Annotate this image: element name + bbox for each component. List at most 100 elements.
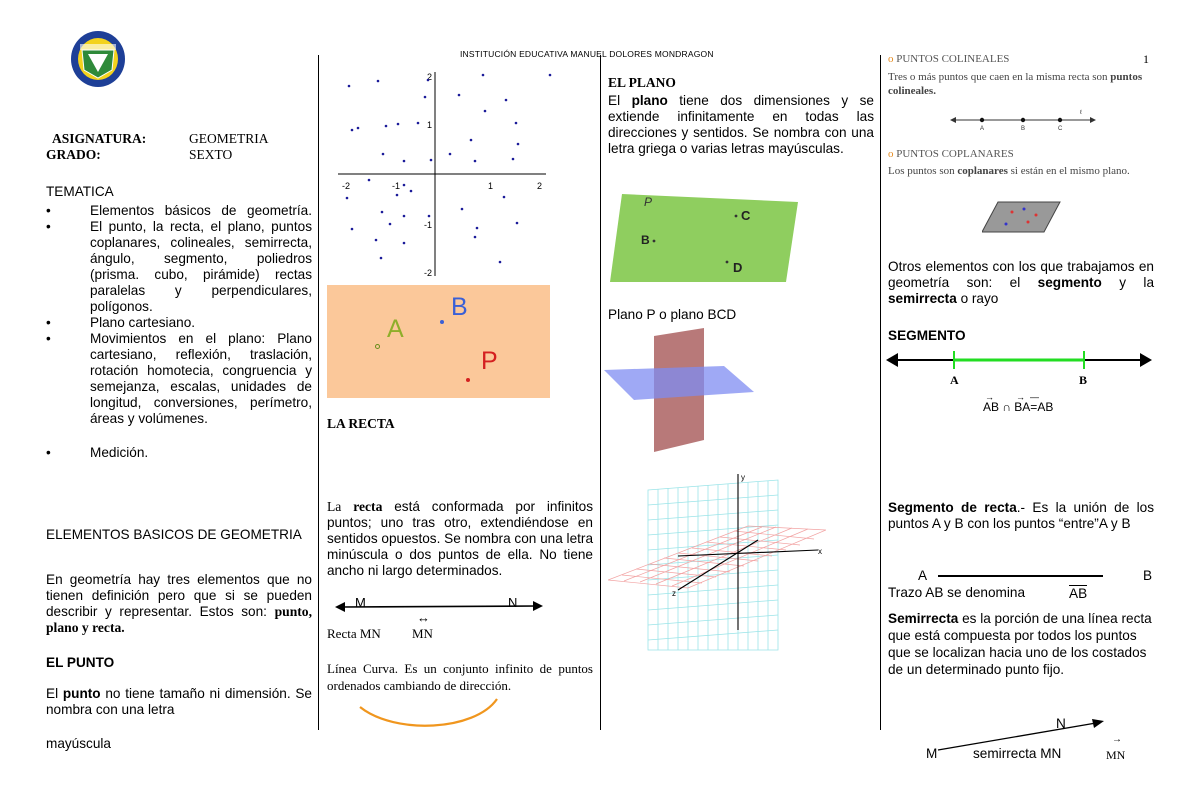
grado-value: SEXTO bbox=[189, 147, 233, 162]
semirrecta-figure bbox=[937, 719, 1104, 751]
bullet-icon: • bbox=[46, 315, 51, 330]
school-logo bbox=[71, 31, 125, 87]
overline-icon: — bbox=[1030, 392, 1039, 402]
colineal-label-c: C bbox=[1058, 126, 1063, 132]
axis-label-z: z bbox=[672, 589, 676, 598]
curve-line-figure bbox=[359, 698, 498, 727]
plano-text: El plano tiene dos dimensiones y se exti… bbox=[608, 93, 874, 156]
bullet-icon: o bbox=[888, 53, 894, 65]
curva-text: Línea Curva. Es un conjunto infinito de … bbox=[327, 661, 593, 693]
punto-title: EL PUNTO bbox=[46, 655, 115, 670]
colineales-text: Tres o más puntos que caen en la misma r… bbox=[888, 71, 1143, 97]
tematica-title: TEMATICA bbox=[46, 184, 114, 199]
x-tick-label: 1 bbox=[488, 181, 493, 191]
column-divider-2 bbox=[600, 55, 601, 730]
colineales-figure: A B C ℓ bbox=[950, 109, 1096, 132]
axis-label-y: y bbox=[741, 473, 745, 482]
plane-bcd-figure: P B C D bbox=[610, 194, 798, 282]
trazo-text: Trazo AB se denomina bbox=[888, 585, 1026, 600]
scatter-points bbox=[345, 73, 552, 264]
recta-symbol-arrow: ↔ bbox=[417, 610, 430, 625]
school-header: INSTITUCIÓN EDUCATIVA MANUEL DOLORES MON… bbox=[460, 49, 714, 59]
bullet-icon: • bbox=[46, 219, 51, 234]
colineal-label-b: B bbox=[1021, 126, 1025, 132]
tematica-item: •Elementos básicos de geometría. bbox=[46, 203, 312, 218]
horizontal-grid bbox=[608, 525, 826, 589]
semirrecta-label-m: M bbox=[926, 746, 938, 761]
axis-label-x: x bbox=[818, 547, 822, 556]
tematica-list: •Elementos básicos de geometría. •El pun… bbox=[46, 203, 312, 461]
x-tick-label: -2 bbox=[342, 181, 350, 191]
segment-formula: → → — AB ∩ BA=AB bbox=[983, 392, 1054, 414]
y-tick-label: 2 bbox=[427, 72, 432, 82]
line-label-m: M bbox=[355, 595, 366, 610]
axes bbox=[677, 474, 819, 630]
column-divider-1 bbox=[318, 55, 319, 730]
punto-text: El punto no tiene tamaño ni dimensión. S… bbox=[46, 686, 312, 717]
segmento-figure bbox=[886, 351, 1152, 369]
points-figure: A B P bbox=[327, 285, 550, 398]
point-b-label: B bbox=[451, 293, 468, 321]
coplanares-title: o PUNTOS COPLANARES bbox=[888, 148, 1014, 160]
trazo-label-a: A bbox=[918, 568, 928, 583]
point-a-label: A bbox=[387, 315, 404, 343]
asignatura-value: GEOMETRIA bbox=[189, 131, 269, 146]
trazo-label-b: B bbox=[1143, 568, 1153, 583]
elementos-text: En geometría hay tres elementos que no t… bbox=[46, 572, 312, 635]
bullet-icon: • bbox=[46, 331, 51, 346]
trazo-line bbox=[938, 575, 1103, 577]
point-p-dot bbox=[466, 378, 470, 382]
vector-arrow-icon: → bbox=[1112, 734, 1122, 745]
plano-caption: Plano P o plano BCD bbox=[608, 307, 737, 322]
tematica-item: •El punto, la recta, el plano, puntos co… bbox=[46, 219, 312, 314]
y-tick-label: 1 bbox=[427, 120, 432, 130]
x-tick-label: -1 bbox=[392, 181, 400, 191]
plane-label-b: B bbox=[641, 233, 650, 247]
punto-text-continued: mayúscula bbox=[46, 736, 111, 751]
page-number: 1 bbox=[1143, 52, 1149, 66]
plano-title: EL PLANO bbox=[608, 75, 676, 90]
semirrecta-symbol: MN bbox=[1106, 748, 1126, 762]
vector-arrow-icon: → bbox=[1016, 392, 1025, 402]
intersecting-planes-figure bbox=[604, 328, 754, 452]
coplanares-text: Los puntos son coplanares si están en el… bbox=[888, 165, 1130, 177]
semirrecta-caption: semirrecta MN bbox=[973, 746, 1062, 761]
point-p-label: P bbox=[481, 347, 498, 375]
vector-arrow-icon: → bbox=[985, 392, 1004, 402]
scatter-plane-figure: -2 -1 1 2 2 1 -1 -2 bbox=[338, 72, 552, 278]
y-tick-label: -2 bbox=[424, 268, 432, 278]
grado-label: GRADO: bbox=[46, 147, 101, 162]
recta-mn-figure: M N bbox=[335, 595, 543, 612]
3d-axes-grid-figure: y x z bbox=[608, 473, 826, 651]
segment-label-b: B bbox=[1079, 373, 1088, 387]
coplanares-figure bbox=[982, 201, 1061, 233]
tematica-item: •Medición. bbox=[46, 445, 149, 460]
recta-text: La recta está conformada por infinitos p… bbox=[327, 499, 594, 578]
tematica-item: •Plano cartesiano. bbox=[46, 315, 196, 330]
line-label-n: N bbox=[508, 595, 517, 610]
semirrecta-label-n: N bbox=[1056, 716, 1066, 731]
bullet-icon: • bbox=[46, 445, 51, 460]
vertical-grid bbox=[647, 479, 779, 651]
segment-label-a: A bbox=[950, 373, 959, 387]
elementos-title: ELEMENTOS BASICOS DE GEOMETRIA bbox=[46, 527, 302, 542]
point-b-dot bbox=[440, 320, 444, 324]
tematica-item: •Movimientos en el plano: Plano cartesia… bbox=[46, 331, 312, 426]
point-a-dot bbox=[375, 344, 380, 349]
trazo-symbol: AB bbox=[1069, 585, 1088, 601]
bullet-icon: • bbox=[46, 203, 51, 218]
y-tick-label: -1 bbox=[424, 220, 432, 230]
plane-label-p: P bbox=[644, 195, 652, 209]
recta-caption: Recta MN bbox=[327, 626, 381, 641]
plane-label-d: D bbox=[733, 260, 742, 275]
column-divider-3 bbox=[880, 55, 881, 730]
otros-text: Otros elementos con los que trabajamos e… bbox=[888, 259, 1155, 306]
x-tick-label: 2 bbox=[537, 181, 542, 191]
recta-title: LA RECTA bbox=[327, 416, 395, 431]
colineales-title: o PUNTOS COLINEALES bbox=[888, 53, 1010, 65]
plane-label-c: C bbox=[741, 208, 751, 223]
colineal-label-a: A bbox=[980, 126, 984, 132]
colineal-label-line: ℓ bbox=[1080, 109, 1082, 116]
asignatura-label: ASIGNATURA: bbox=[52, 131, 147, 146]
segmento-recta-text: Segmento de recta.- Es la unión de los p… bbox=[888, 500, 1154, 531]
